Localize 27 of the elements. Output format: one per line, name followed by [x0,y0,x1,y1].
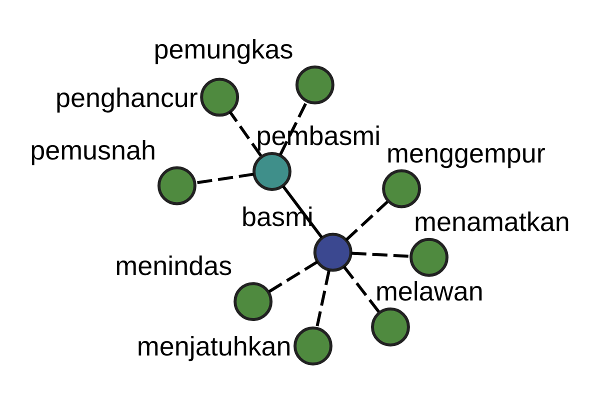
node-label: menindas [115,250,232,281]
node-label: menggempur [386,138,546,168]
connector [228,110,262,156]
node-circle [158,166,196,205]
connector [345,200,388,241]
node-circle [313,232,352,272]
node-circle [252,152,292,190]
node-circle [371,307,410,346]
node-circle [295,64,334,104]
node-label: pembasmi [256,120,381,151]
node-label: pemungkas [154,34,294,64]
node-circle [294,326,332,366]
connector [342,265,381,314]
connector [351,251,411,258]
node-label: pemusnah [30,134,156,165]
node-circle [200,77,240,116]
node-label: melawan [375,276,484,306]
connector [315,270,331,328]
node-circle [410,237,448,276]
node-label: menjatuhkan [136,331,292,362]
connector [268,260,318,293]
node-circle [382,168,422,208]
connector [195,172,254,184]
node-label: penghancur [55,82,198,112]
node-circle [234,282,273,321]
node-label: menamatkan [414,206,570,236]
connector [278,100,308,155]
